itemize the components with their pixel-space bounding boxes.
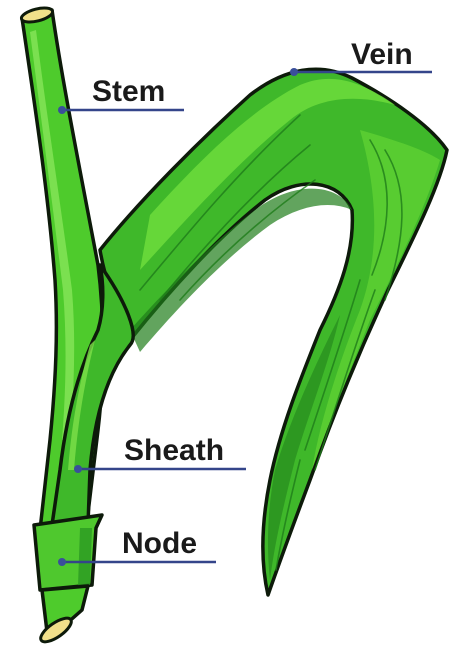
label-sheath: Sheath (74, 434, 246, 473)
node (34, 515, 102, 590)
label-stem-dot (58, 106, 66, 114)
label-sheath-dot (74, 465, 82, 473)
label-node-dot (58, 558, 66, 566)
label-vein-dot (290, 68, 298, 76)
node-band-shadow (78, 528, 92, 586)
label-stem-text: Stem (92, 75, 165, 108)
label-node-text: Node (122, 527, 197, 560)
leaf-blade (100, 69, 447, 595)
label-vein-text: Vein (351, 38, 413, 71)
node-band (34, 515, 102, 590)
label-sheath-text: Sheath (124, 434, 224, 467)
label-stem: Stem (58, 75, 184, 114)
lower-stem (37, 586, 88, 646)
